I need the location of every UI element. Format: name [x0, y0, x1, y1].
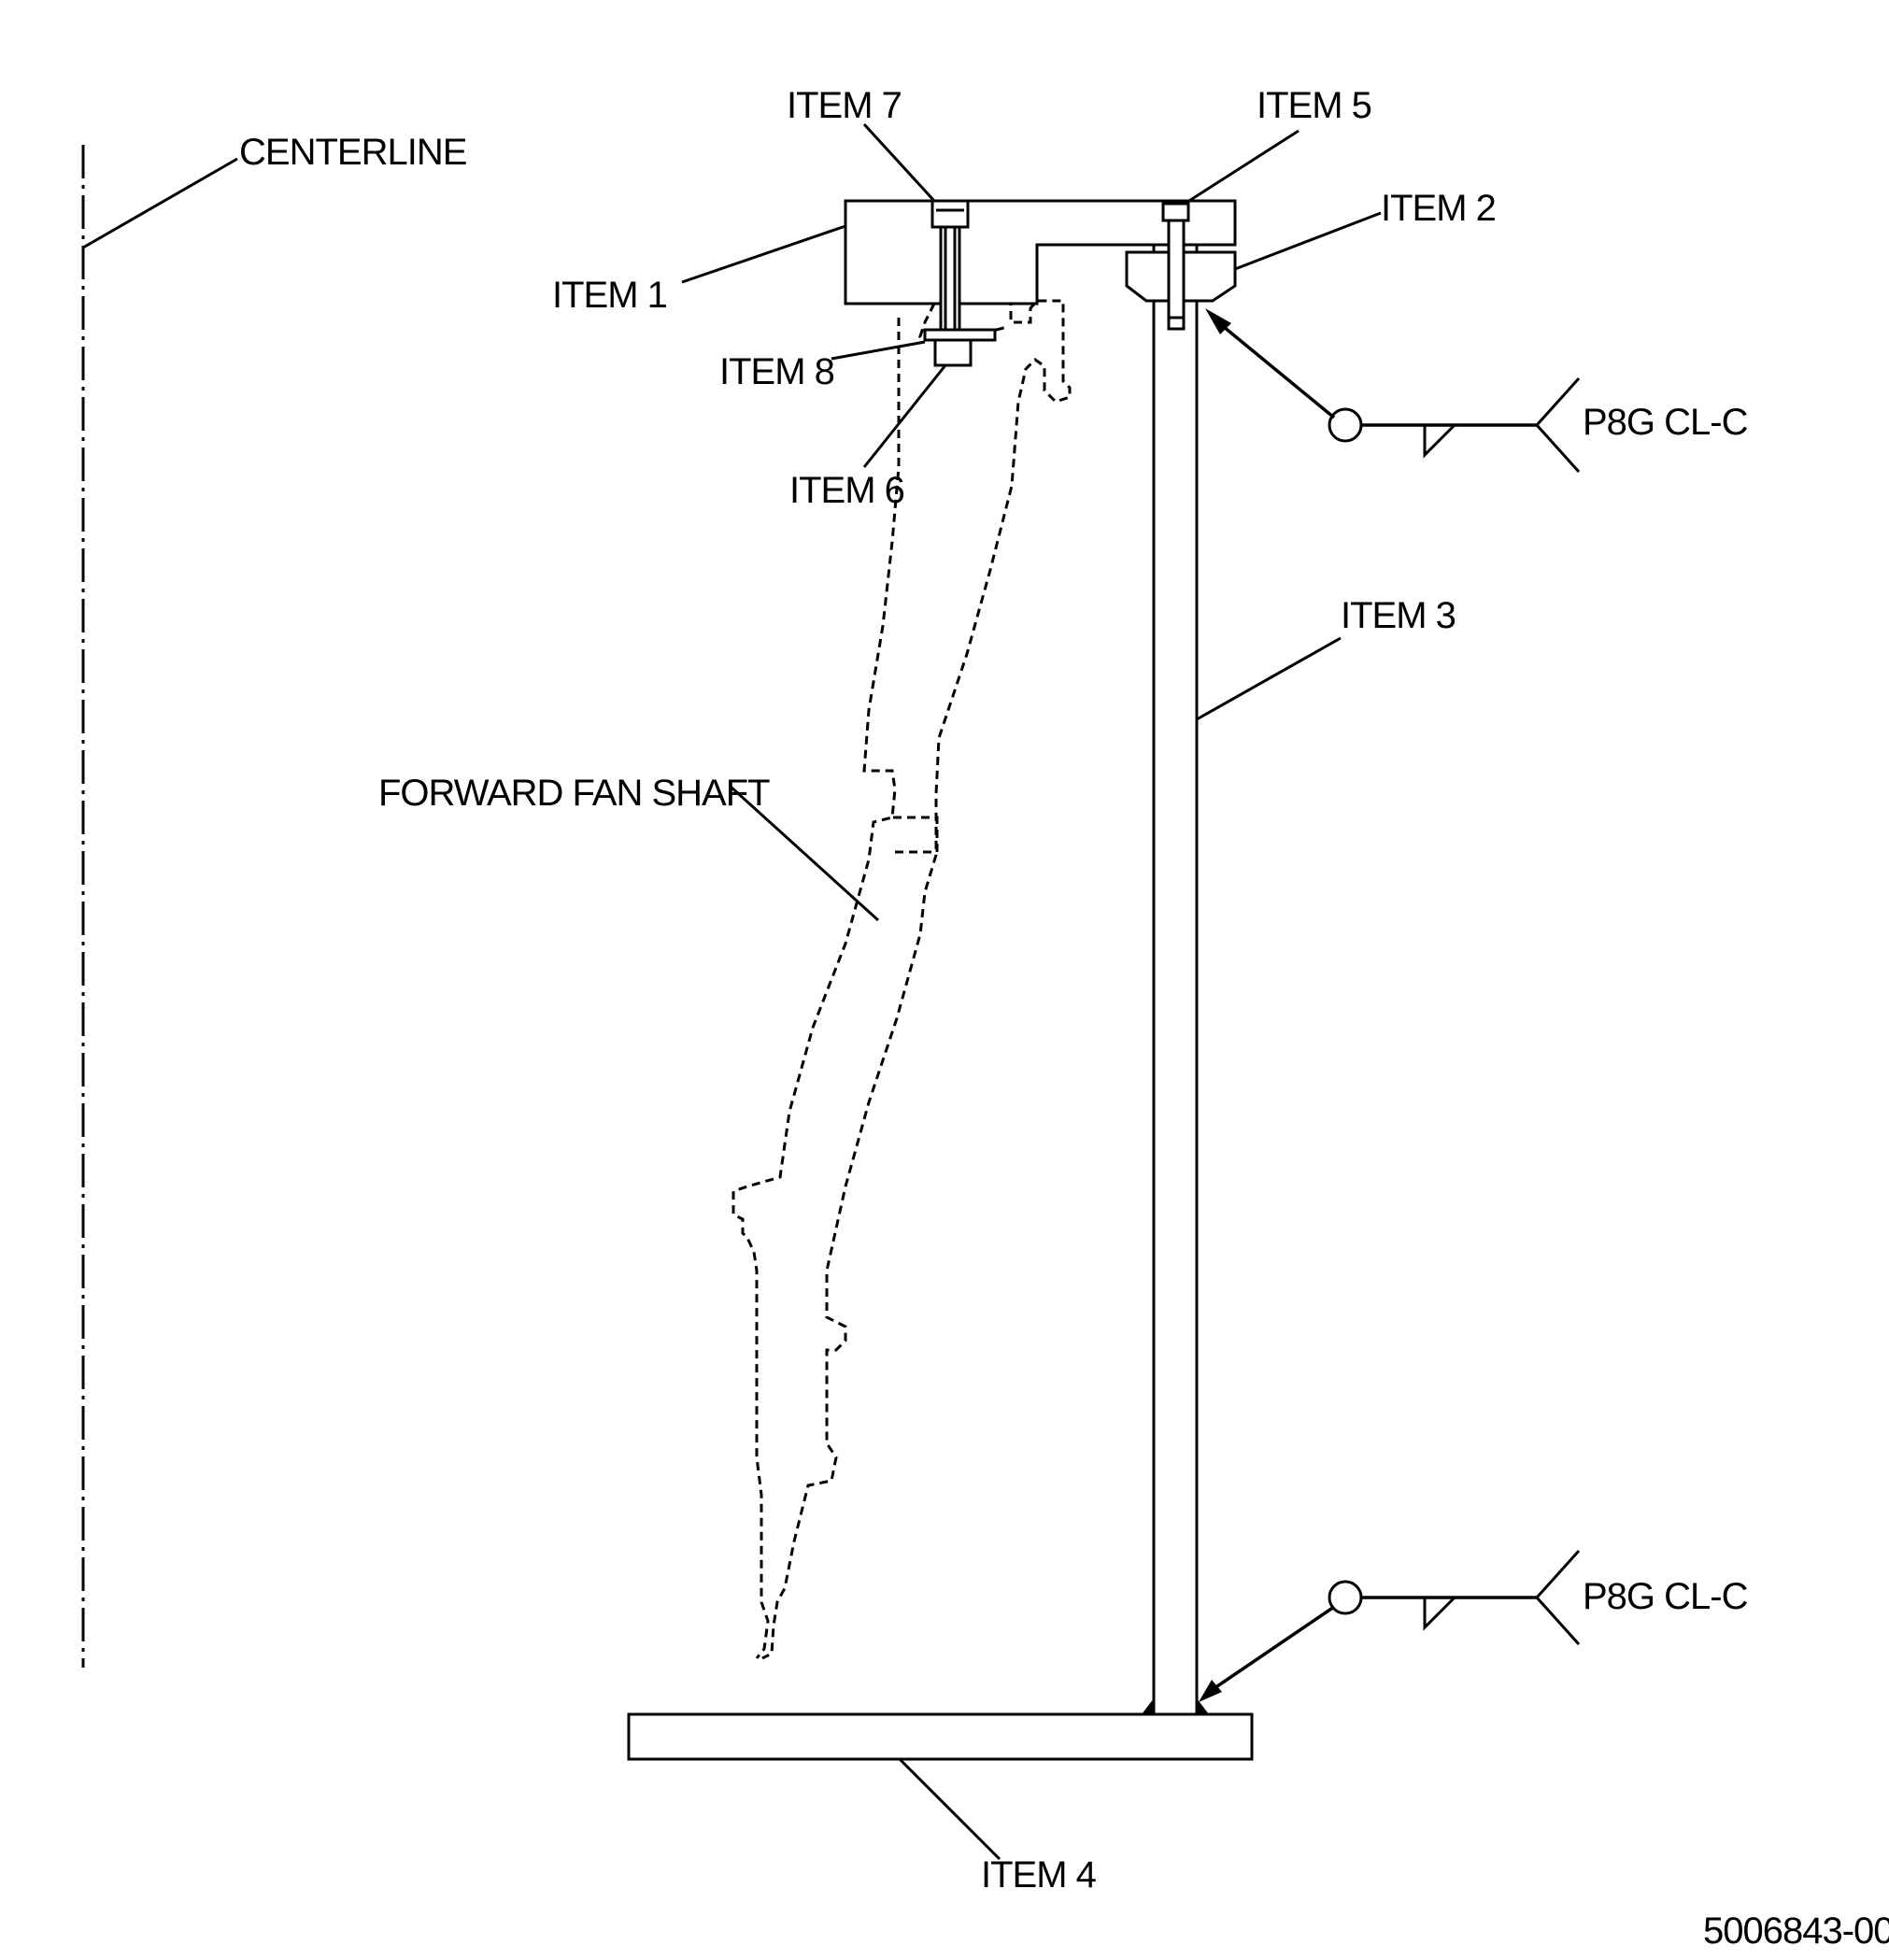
item-6-leader: [862, 364, 947, 468]
item-4-base-plate: ITEM 4: [627, 1698, 1254, 1896]
item-7-label: ITEM 7: [787, 85, 902, 126]
weld-symbol-upper: P8G CL-C: [1205, 308, 1749, 474]
item-2-block: ITEM 2: [1125, 188, 1497, 303]
item-8-leader: [831, 340, 926, 361]
item-8-washer: ITEM 8: [719, 328, 997, 392]
weld-lower-label: P8G CL-C: [1583, 1576, 1748, 1617]
forward-fan-shaft: FORWARD FAN SHAFT: [378, 299, 1072, 1660]
fan-shaft-leader: [729, 785, 880, 922]
item-6-nut: ITEM 6: [789, 338, 973, 511]
item-3-leader: [1196, 636, 1342, 721]
weld-symbol-lower: P8G CL-C: [1199, 1549, 1749, 1702]
item-1-leader: [681, 224, 846, 284]
centerline-leader: [82, 157, 238, 249]
item-5-label: ITEM 5: [1257, 85, 1371, 126]
item-4-label: ITEM 4: [981, 1854, 1097, 1896]
item-5-bolt: ITEM 5: [1161, 85, 1372, 331]
item-2-label: ITEM 2: [1381, 188, 1496, 229]
centerline: CENTERLINE: [81, 132, 467, 1668]
item-3-post: ITEM 3: [1152, 243, 1456, 1716]
item-8-label: ITEM 8: [719, 351, 834, 392]
item-5-leader: [1184, 129, 1300, 206]
item-2-leader: [1234, 211, 1382, 271]
centerline-label: CENTERLINE: [239, 132, 466, 173]
fan-shaft-label: FORWARD FAN SHAFT: [378, 773, 770, 814]
item-6-label: ITEM 6: [789, 470, 904, 511]
item-3-label: ITEM 3: [1341, 595, 1456, 636]
item-7-leader: [862, 122, 936, 203]
item-7-bolt: ITEM 7: [787, 85, 970, 336]
item-1-label: ITEM 1: [552, 275, 667, 316]
weld-upper-label: P8G CL-C: [1583, 402, 1748, 443]
item-4-leader: [898, 1757, 1001, 1861]
drawing-number: 5006843-00: [1703, 1910, 1889, 1952]
